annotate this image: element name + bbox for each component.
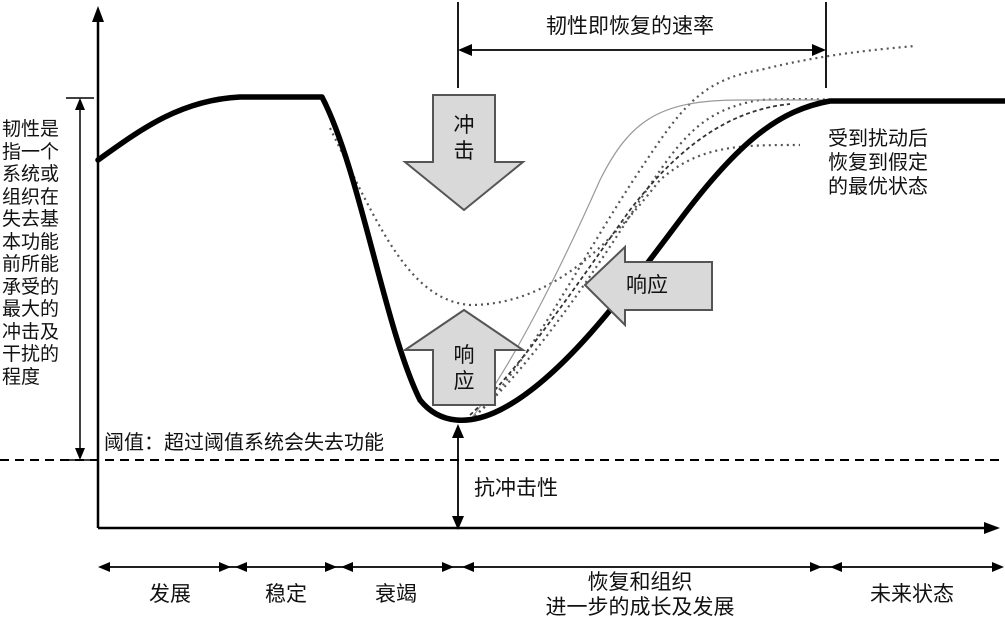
phase-arrow-3-right <box>462 562 474 572</box>
main-curve <box>95 94 1005 423</box>
resilience-definition-label: 韧性是 指一个 系统或 组织在 失去基 本功能 前所能 承受的 最大的 冲击及 … <box>2 118 60 388</box>
x-axis-arrow <box>984 522 1000 534</box>
impact-arrow <box>402 94 526 212</box>
response-left-arrow <box>583 244 713 328</box>
phase-arrow-1-right <box>235 562 247 572</box>
phase-arrow-1-left <box>219 562 231 572</box>
phase-label-future: 未来状态 <box>870 582 954 606</box>
optimal-state-label: 受到扰动后 恢复到假定 的最优状态 <box>828 126 928 198</box>
dashed-curve-recovery <box>469 103 791 416</box>
recovery-rate-arrow-left <box>458 44 472 56</box>
phase-label-decline: 衰竭 <box>375 582 417 606</box>
phase-arrow-3-left <box>442 562 454 572</box>
phase-label-stable: 稳定 <box>265 582 307 606</box>
dotted-curve-high-recovery <box>469 44 916 421</box>
impact-resistance-label: 抗冲击性 <box>474 476 558 500</box>
y-axis-arrow <box>92 6 104 22</box>
phase-arrow-2-right <box>341 562 353 572</box>
dotted-curve-mid-recovery <box>469 98 861 421</box>
impact-resistance-arrow-down <box>452 516 464 530</box>
impact-label: 冲 击 <box>453 113 475 163</box>
response-up-arrow <box>401 308 527 406</box>
response-left-label: 响应 <box>626 273 668 297</box>
threshold-label: 阈值：超过阈值系统会失去功能 <box>104 430 384 454</box>
phase-arrow-4-left <box>810 562 822 572</box>
recovery-rate-label: 韧性即恢复的速率 <box>546 14 714 38</box>
phase-arrow-0-right <box>98 562 110 572</box>
thin-curve-fast-recovery <box>469 99 830 421</box>
definition-bracket-arrow-up <box>75 98 85 110</box>
definition-bracket-arrow-down <box>75 448 85 460</box>
dotted-curve-low-recovery <box>329 127 801 307</box>
phase-label-recovery: 恢复和组织 进一步的成长及发展 <box>545 570 735 619</box>
phase-arrow-4-right <box>830 562 842 572</box>
response-up-label: 响 应 <box>453 343 475 393</box>
phase-arrowheads <box>98 562 1004 572</box>
phase-arrow-2-left <box>325 562 337 572</box>
recovery-rate-arrow-right <box>812 44 826 56</box>
phase-label-development: 发展 <box>149 582 191 606</box>
phase-arrow-5-left <box>992 562 1004 572</box>
impact-resistance-arrow-up <box>452 424 464 438</box>
